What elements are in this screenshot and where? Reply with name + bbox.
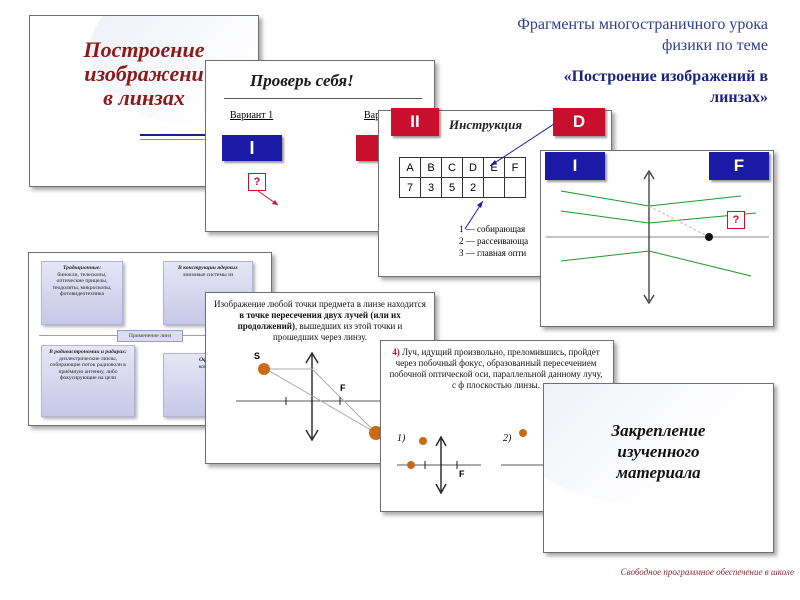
- topic-line-1: «Построение изображений в: [563, 68, 768, 85]
- label-s: S: [254, 351, 261, 361]
- connector-arrow-icon: [489, 123, 555, 167]
- title-underline: [140, 134, 258, 136]
- answer-arrow-icon: [257, 190, 279, 206]
- table-cell: 2: [462, 177, 484, 198]
- question-mark-box: ?: [727, 211, 745, 229]
- scheme-box-traditional: Традиционные: бинокли, телескопы, оптиче…: [41, 261, 123, 325]
- title-line-2: изображени: [84, 61, 204, 86]
- lens-type-1: 1 — собирающая: [459, 224, 526, 234]
- scheme-center-label: Применение линз: [117, 330, 183, 342]
- question-mark-box: ?: [248, 173, 266, 191]
- table-cell: [504, 177, 526, 198]
- scheme-box-radio: В радиоастрономии и радарах: диэлектриче…: [41, 345, 135, 417]
- lens-type-3: 3 — главная опти: [459, 248, 527, 258]
- lens-type-list: 1 — собирающая 2 — рассеивающа 3 — главн…: [459, 223, 528, 259]
- instruction-title: Инструкция: [449, 117, 523, 132]
- check-title-rule: [224, 98, 422, 99]
- label-f: F: [340, 383, 346, 393]
- image-point-text: Изображение любой точки предмета в линзе…: [214, 299, 426, 343]
- title-underline-accent: [140, 139, 258, 140]
- table-cell: [483, 177, 505, 198]
- title-line-1: Построение: [83, 37, 205, 62]
- table-cell: A: [399, 157, 421, 178]
- title-line-3: в линзах: [103, 85, 185, 110]
- page-header: Фрагменты многостраничного урока физики …: [517, 14, 768, 56]
- badge-d: D: [553, 108, 605, 136]
- table-header-row: A B C D E F: [399, 157, 526, 178]
- consolidation-line-2: изученного: [617, 442, 700, 461]
- slide-title-text: Построение изображени в линзах: [30, 38, 258, 110]
- scheme-box-title: В радиоастрономии и радарах:: [49, 349, 127, 355]
- scheme-box-title: В конструкции ядерных: [178, 265, 238, 271]
- lens-type-2: 2 — рассеивающа: [459, 236, 529, 246]
- table-value-row: 7 3 5 2: [399, 177, 526, 198]
- case-2-label: 2): [503, 433, 512, 444]
- table-cell: 3: [420, 177, 442, 198]
- pointer-arrow-icon: [464, 200, 484, 230]
- variant-1-box: I: [222, 135, 282, 161]
- slide-consolidation: Закрепление изученного материала: [543, 383, 774, 553]
- ray-rule-text: 4) Луч, идущий произвольно, преломившись…: [389, 347, 603, 391]
- rule-number: 4): [392, 347, 400, 357]
- consolidation-line-1: Закрепление: [611, 421, 706, 440]
- scheme-box-text: диэлектрические линзы, собирающие поток …: [50, 355, 126, 382]
- variant-1-label: Вариант 1: [230, 110, 274, 121]
- check-title: Проверь себя!: [250, 71, 354, 90]
- text-part-b: в точке пересечения двух лучей (или их п…: [237, 310, 401, 331]
- variant-2-label: Вари: [364, 110, 386, 121]
- text-part-a: Изображение любой точки предмета в линзе…: [214, 299, 426, 309]
- lens-ray-diagram: [546, 169, 769, 305]
- case-1-label: 1): [397, 433, 406, 444]
- scheme-box-title: Традиционные:: [62, 265, 102, 271]
- scheme-box-text: бинокли, телескопы, оптические прицелы, …: [52, 271, 112, 298]
- label-f: F: [459, 469, 465, 479]
- header-line-2: физики по теме: [661, 37, 768, 54]
- table-cell: 5: [441, 177, 463, 198]
- consolidation-line-3: материала: [616, 463, 701, 482]
- header-line-1: Фрагменты многостраничного урока: [517, 16, 768, 33]
- scheme-box-text: линзовые системы из: [182, 271, 234, 278]
- topic-line-2: линзах»: [710, 89, 768, 106]
- badge-f: F: [709, 152, 769, 180]
- consolidation-title: Закрепление изученного материала: [544, 420, 773, 483]
- page-footer: Свободное программное обеспечение в школ…: [620, 567, 794, 577]
- ray-rule-diagram: [397, 429, 546, 495]
- table-cell: B: [420, 157, 442, 178]
- badge-i: I: [545, 152, 605, 180]
- table-cell: 7: [399, 177, 421, 198]
- answer-table: A B C D E F 7 3 5 2: [399, 157, 526, 198]
- rule-text: Луч, идущий произвольно, преломившись, п…: [389, 347, 603, 390]
- lesson-topic: «Построение изображений в линзах»: [564, 66, 768, 108]
- badge-ii: II: [391, 108, 439, 136]
- text-part-c: , вышедших из этой точки и прошедших чер…: [273, 321, 403, 342]
